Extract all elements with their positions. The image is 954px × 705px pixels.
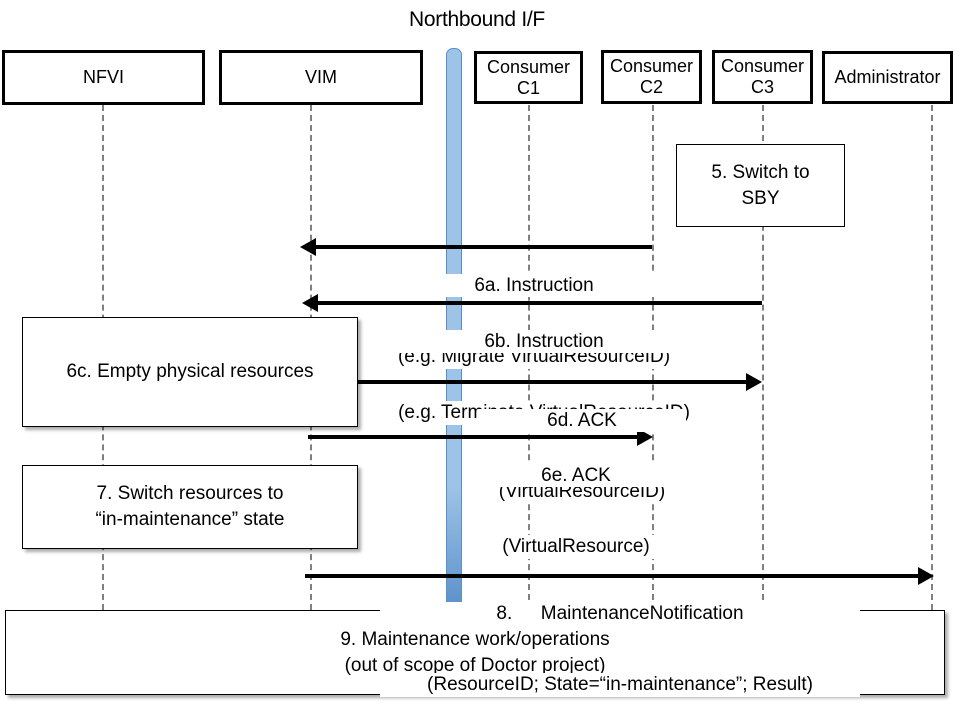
actor-box-consumer-c2[interactable]: Consumer C2 — [601, 50, 702, 104]
note-switch-resources-in-maintenance[interactable]: 7. Switch resources to “in-maintenance” … — [22, 465, 358, 549]
note-switch-resources-in-maintenance-label: 7. Switch resources to “in-maintenance” … — [95, 483, 285, 530]
actor-label-consumer-c1: Consumer C1 — [486, 56, 571, 98]
message-label-6e-line2: (VirtualResource) — [478, 534, 674, 559]
message-label-6b-line1: 6b. Instruction — [364, 329, 724, 354]
note-empty-physical-resources-label: 6c. Empty physical resources — [66, 361, 314, 383]
message-arrowhead-8 — [918, 567, 934, 585]
northbound-interface-bar — [446, 48, 462, 612]
note-switch-to-sby-label: 5. Switch to SBY — [711, 161, 810, 209]
message-line-6a — [313, 245, 652, 249]
actor-label-consumer-c3: Consumer C3 — [720, 56, 805, 97]
actor-box-nfvi[interactable]: NFVI — [2, 50, 205, 105]
message-label-6d-line1: 6d. ACK — [478, 408, 686, 433]
actor-box-vim[interactable]: VIM — [219, 50, 423, 105]
note-maintenance-work-operations[interactable]: 9. Maintenance work/operations (out of s… — [5, 610, 945, 695]
note-empty-physical-resources[interactable]: 6c. Empty physical resources — [22, 317, 358, 427]
message-line-8 — [305, 574, 920, 578]
actor-label-nfvi: NFVI — [82, 67, 124, 88]
message-label-6d: 6d. ACK (VirtualResourceID) — [478, 361, 686, 551]
message-label-6b-line2: (e.g. Terminate VirtualResourceID) — [364, 400, 724, 425]
lifeline-c3 — [762, 105, 764, 610]
lifeline-c2 — [652, 105, 654, 610]
message-label-6e-line1: 6e. ACK — [478, 463, 674, 488]
actor-label-consumer-c2: Consumer C2 — [609, 56, 694, 97]
actor-box-administrator[interactable]: Administrator — [822, 51, 953, 104]
diagram-title: Northbound I/F — [409, 8, 545, 31]
note-maintenance-work-operations-label: 9. Maintenance work/operations (out of s… — [340, 628, 610, 676]
lifeline-admin — [931, 105, 933, 610]
actor-box-consumer-c1[interactable]: Consumer C1 — [474, 51, 583, 104]
note-switch-to-sby[interactable]: 5. Switch to SBY — [676, 144, 845, 227]
message-label-6b: 6b. Instruction (e.g. Terminate VirtualR… — [364, 282, 724, 472]
message-arrowhead-6b — [302, 294, 318, 312]
message-line-6e — [308, 435, 639, 439]
actor-label-vim: VIM — [304, 67, 337, 88]
message-arrowhead-6e — [637, 428, 653, 446]
actor-box-consumer-c3[interactable]: Consumer C3 — [712, 50, 813, 104]
lifeline-c1 — [528, 105, 530, 610]
message-arrowhead-6a — [300, 238, 316, 256]
message-line-6d — [358, 380, 748, 384]
message-line-6b — [315, 301, 762, 305]
message-arrowhead-6d — [746, 373, 762, 391]
actor-label-administrator: Administrator — [834, 67, 941, 88]
message-label-6d-line2: (VirtualResourceID) — [478, 479, 686, 504]
